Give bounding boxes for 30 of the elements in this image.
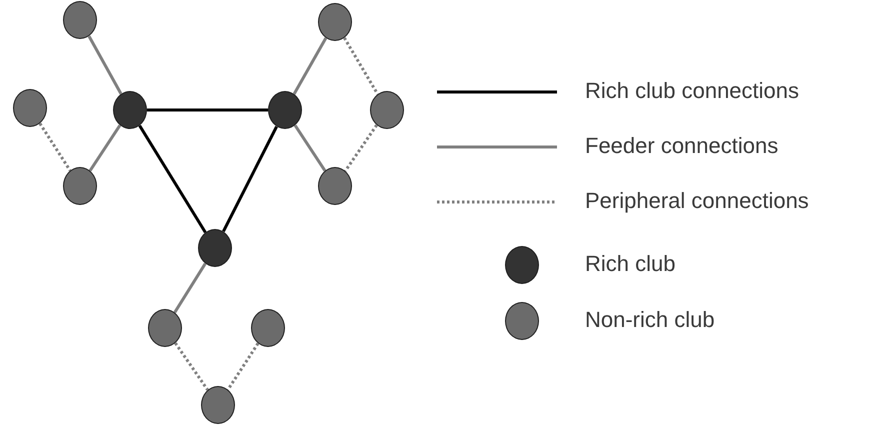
rich-club-node — [198, 229, 232, 267]
dotted-connection — [174, 342, 209, 391]
dotted-connection — [226, 342, 260, 390]
connection-line — [292, 37, 328, 95]
non-rich-club-node — [63, 167, 97, 205]
legend-label: Rich club — [585, 251, 676, 277]
connection-line — [88, 124, 122, 172]
connection-line — [294, 124, 326, 172]
legend-label: Peripheral connections — [585, 188, 809, 214]
legend-label: Rich club connections — [585, 78, 800, 104]
connection-line — [147, 108, 268, 112]
connection-line — [138, 124, 207, 234]
dotted-connection — [38, 122, 72, 172]
non-rich-club-node — [318, 3, 352, 41]
connection-line — [173, 262, 207, 314]
non-rich-club-node — [251, 309, 285, 347]
dotted-connection — [344, 124, 378, 172]
legend-label: Non-rich club — [585, 307, 715, 333]
non-rich-club-node — [148, 309, 182, 347]
rich-club-node — [113, 91, 147, 129]
rich-club-node — [268, 91, 302, 129]
legend-label: Feeder connections — [585, 133, 778, 159]
connection-line — [222, 126, 278, 232]
connection-line — [88, 35, 122, 95]
non-rich-club-node — [63, 1, 97, 39]
dotted-connection — [343, 37, 379, 95]
non-rich-club-node — [201, 386, 235, 424]
non-rich-club-node — [370, 91, 404, 129]
non-rich-club-node — [318, 167, 352, 205]
non-rich-club-node — [13, 89, 47, 127]
